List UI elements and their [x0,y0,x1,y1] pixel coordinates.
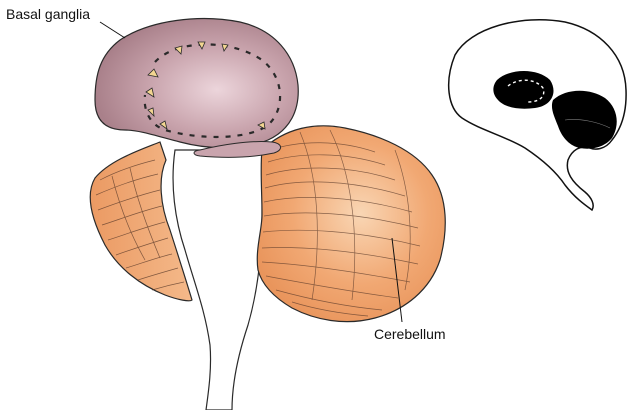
basal-ganglia [94,18,299,158]
brain-sagittal-locator-icon [448,19,627,212]
cerebellum-label: Cerebellum [374,326,446,342]
brainstem [172,149,269,410]
cerebellum-leader-line [391,237,403,323]
cerebellum-right-lobe [256,125,446,323]
basal-ganglia-label: Basal ganglia [6,6,90,22]
basal-ganglia-leader-line [99,21,126,39]
cerebellum-left-lobe [89,141,193,302]
